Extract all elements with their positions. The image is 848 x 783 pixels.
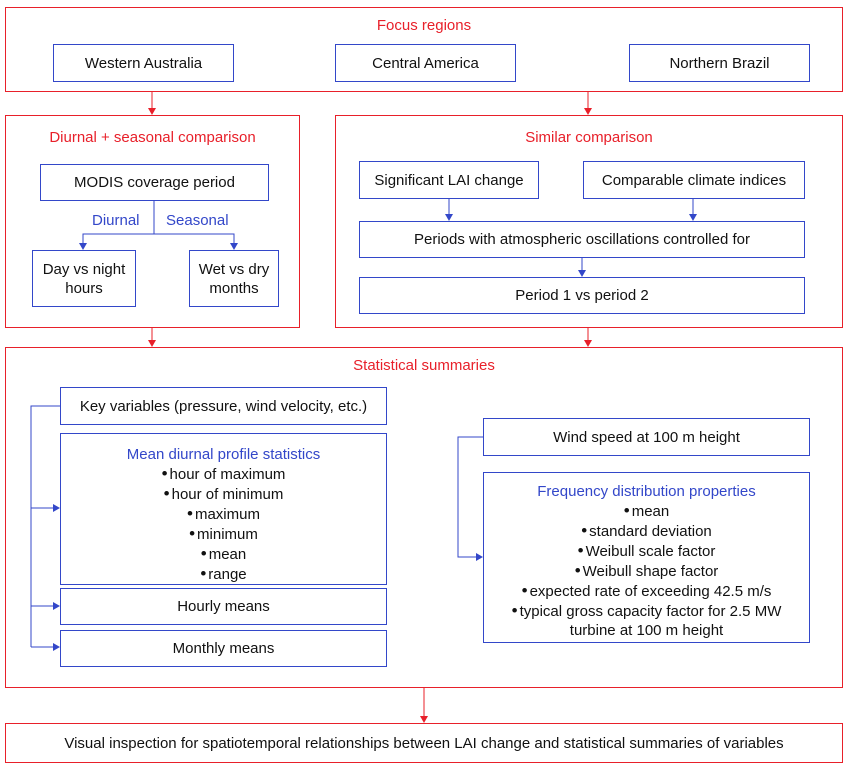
mean-profile-box: Mean diurnal profile statistics hour of …	[60, 433, 387, 585]
frequency-distribution-box: Frequency distribution properties mean s…	[483, 472, 810, 643]
visual-inspection-text: Visual inspection for spatiotemporal rel…	[64, 734, 784, 752]
focus-regions-frame: Focus regions	[5, 7, 843, 92]
diurnal-seasonal-frame: Diurnal + seasonal comparison	[5, 115, 300, 328]
list-item: mean	[162, 544, 286, 564]
list-item: Weibull scale factor	[484, 541, 809, 561]
frequency-distribution-title: Frequency distribution properties	[537, 483, 756, 500]
periods-controlled-box: Periods with atmospheric oscillations co…	[359, 221, 805, 258]
diurnal-branch-label: Diurnal	[92, 212, 140, 229]
list-item: typical gross capacity factor for 2.5 MW…	[484, 601, 809, 640]
list-item: minimum	[162, 524, 286, 544]
wet-dry-box: Wet vs dry months	[189, 250, 279, 307]
modis-coverage-box: MODIS coverage period	[40, 164, 269, 201]
list-item: range	[162, 564, 286, 584]
diurnal-seasonal-title: Diurnal + seasonal comparison	[49, 129, 256, 146]
list-item: standard deviation	[484, 521, 809, 541]
list-item: hour of maximum	[162, 464, 286, 484]
region-central-america: Central America	[335, 44, 516, 82]
visual-inspection-box: Visual inspection for spatiotemporal rel…	[5, 723, 843, 763]
similar-comparison-title: Similar comparison	[525, 129, 653, 146]
statistical-summaries-frame: Statistical summaries	[5, 347, 843, 688]
region-northern-brazil: Northern Brazil	[629, 44, 810, 82]
focus-regions-title: Focus regions	[376, 17, 472, 34]
lai-change-box: Significant LAI change	[359, 161, 539, 199]
hourly-means-box: Hourly means	[60, 588, 387, 625]
region-western-australia: Western Australia	[53, 44, 234, 82]
day-night-box: Day vs night hours	[32, 250, 136, 307]
key-variables-box: Key variables (pressure, wind velocity, …	[60, 387, 387, 425]
list-item: expected rate of exceeding 42.5 m/s	[484, 581, 809, 601]
period-comparison-box: Period 1 vs period 2	[359, 277, 805, 314]
seasonal-branch-label: Seasonal	[166, 212, 229, 229]
list-item: Weibull shape factor	[484, 561, 809, 581]
list-item: hour of minimum	[162, 484, 286, 504]
list-item: maximum	[162, 504, 286, 524]
mean-profile-title: Mean diurnal profile statistics	[126, 446, 321, 463]
mean-profile-list: hour of maximum hour of minimum maximum …	[162, 464, 286, 584]
list-item: mean	[484, 501, 809, 521]
climate-indices-box: Comparable climate indices	[583, 161, 805, 199]
frequency-distribution-list: mean standard deviation Weibull scale fa…	[484, 501, 809, 640]
monthly-means-box: Monthly means	[60, 630, 387, 667]
similar-comparison-frame: Similar comparison	[335, 115, 843, 328]
statistical-summaries-title: Statistical summaries	[353, 357, 495, 374]
wind-speed-box: Wind speed at 100 m height	[483, 418, 810, 456]
